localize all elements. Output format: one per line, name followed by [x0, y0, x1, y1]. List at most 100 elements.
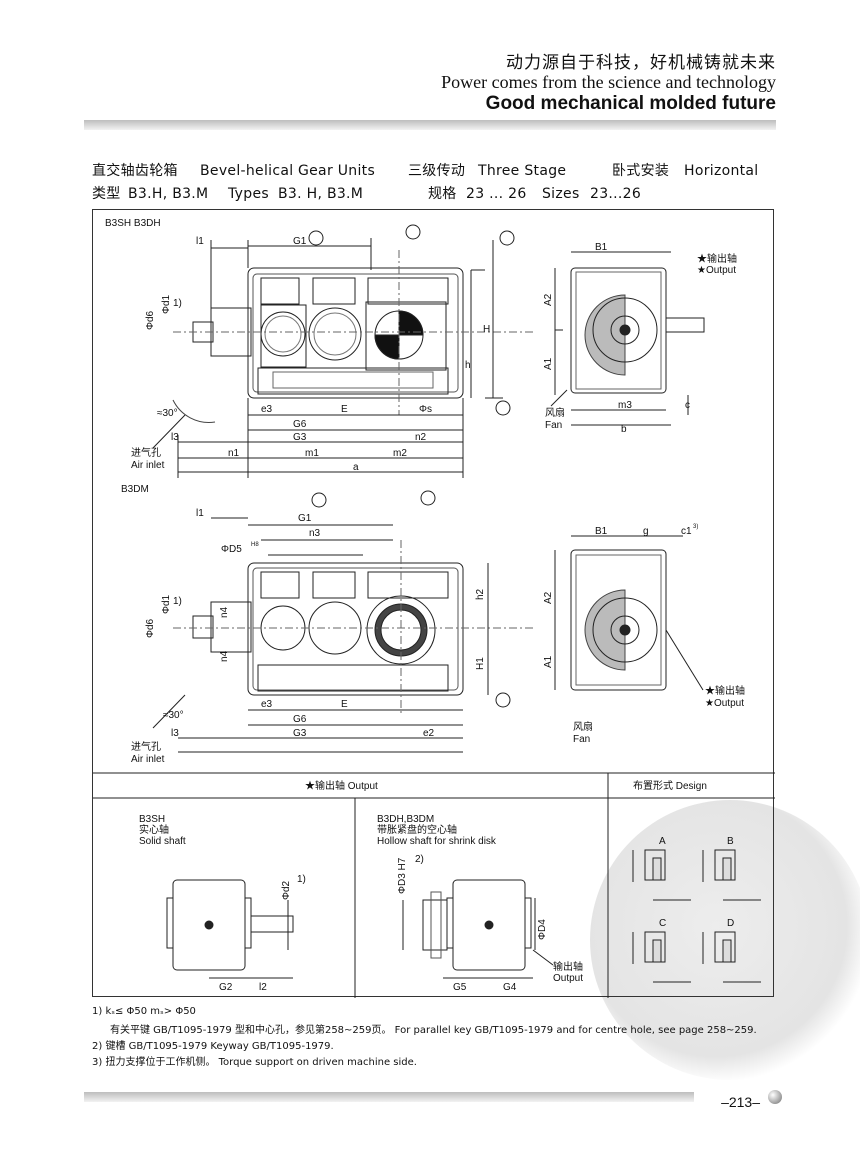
b3dh-output-cn: 输出轴: [553, 960, 583, 973]
dim-g6-mid: G6: [293, 714, 307, 725]
fan-cn-top: 风扇: [545, 406, 565, 419]
dim-e: E: [341, 404, 348, 415]
b3dh-cn: 带胀紧盘的空心轴: [377, 823, 457, 836]
air-inlet-en-mid: Air inlet: [131, 754, 165, 765]
b3sh-title: B3SH: [139, 814, 165, 825]
dim-g4: G4: [503, 982, 517, 993]
note-3-mid: 3): [693, 524, 698, 530]
dim-l1: l1: [196, 236, 204, 247]
page-number: –213–: [721, 1094, 760, 1110]
dim-e3-mid: e3: [261, 699, 273, 710]
technical-drawing: B3SH B3DH l1 G1 Φd6 Φd1 1) e3 E Φs G6 l3…: [93, 218, 775, 998]
dim-m1: m1: [305, 448, 319, 459]
dim-g5: G5: [453, 982, 467, 993]
dim-e-mid: E: [341, 699, 348, 710]
dim-n2: n2: [415, 432, 427, 443]
dim-g3-mid: G3: [293, 728, 307, 739]
dim-d3: ΦD3 H7: [397, 857, 408, 894]
design-a: A: [659, 836, 666, 847]
dim-d6: Φd6: [145, 310, 156, 330]
footnote-3: 3) 扭力支撑位于工作机侧。 Torque support on driven …: [92, 1057, 417, 1068]
dim-n1: n1: [228, 448, 240, 459]
dim-b: b: [621, 424, 627, 435]
dim-e2: e2: [423, 728, 435, 739]
dim-g: g: [643, 526, 649, 537]
fan-en-top: Fan: [545, 420, 562, 431]
design-c: C: [659, 918, 666, 929]
dim-e3: e3: [261, 404, 273, 415]
air-inlet-cn-mid: 进气孔: [131, 740, 161, 753]
dim-a2-top: A2: [543, 293, 554, 306]
output-en-mid: ★Output: [705, 698, 744, 709]
section-design: 布置形式 Design: [633, 779, 707, 792]
dim-d1-mid: Φd1: [161, 594, 172, 614]
dim-n4-a: n4: [219, 606, 230, 618]
dim-m2: m2: [393, 448, 407, 459]
dim-H: H: [483, 324, 490, 335]
slogan-chinese: 动力源自于科技，好机械铸就未来: [506, 53, 776, 73]
header-band: [84, 120, 776, 130]
dim-g1: G1: [293, 236, 307, 247]
fan-cn-mid: 风扇: [573, 720, 593, 733]
b3dh-output-en: Output: [553, 973, 583, 984]
decorative-ball-icon: [768, 1090, 782, 1104]
section-output: ★输出轴 Output: [305, 779, 378, 792]
dim-d5: ΦD5: [221, 544, 242, 555]
note-2: 2): [415, 854, 424, 865]
angle-mid: ≈30°: [163, 710, 184, 721]
dim-g3: G3: [293, 432, 307, 443]
dim-h: h: [465, 360, 471, 371]
output-en-top: ★Output: [697, 265, 736, 276]
dim-b1-top: B1: [595, 242, 608, 253]
dim-n4-b: n4: [219, 650, 230, 662]
note-1-mid: 1): [173, 596, 182, 607]
dim-m3: m3: [618, 400, 632, 411]
design-b: B: [727, 836, 734, 847]
dim-l2: l2: [259, 982, 267, 993]
output-cn-mid: ★输出轴: [705, 684, 745, 697]
air-inlet-cn-top: 进气孔: [131, 446, 161, 459]
drawing-panel: B3SH B3DH l1 G1 Φd6 Φd1 1) e3 E Φs G6 l3…: [92, 209, 775, 998]
dim-a: a: [353, 462, 359, 473]
dim-H1: H1: [475, 657, 486, 670]
dim-a1-top: A1: [543, 357, 554, 370]
dim-a2-mid: A2: [543, 591, 554, 604]
dim-c1: c1: [681, 526, 692, 537]
label-b3sh-b3dh: B3SH B3DH: [105, 218, 161, 229]
slogan-bold: Good mechanical molded future: [485, 93, 776, 114]
footnote-2: 2) 键槽 GB/T1095-1979 Keyway GB/T1095-1979…: [92, 1041, 334, 1052]
dim-d2: Φd2: [281, 880, 292, 900]
dim-s: Φs: [419, 404, 432, 415]
dim-l1-mid: l1: [196, 508, 204, 519]
b3sh-en: Solid shaft: [139, 836, 186, 847]
dim-d4: ΦD4: [537, 919, 548, 940]
footnote-1b: 有关平键 GB/T1095-1979 型和中心孔，参见第258~259页。 Fo…: [110, 1025, 757, 1036]
output-cn-top: ★输出轴: [697, 252, 737, 265]
dim-b1-mid: B1: [595, 526, 608, 537]
dim-l3-mid: l3: [171, 728, 179, 739]
dim-d6-mid: Φd6: [145, 618, 156, 638]
dim-l3: l3: [171, 432, 179, 443]
footnote-1: 1) kₛ≤ Φ50 mₛ> Φ50: [92, 1006, 196, 1017]
dim-d5-tol: H8: [251, 542, 259, 548]
note-1: 1): [173, 298, 182, 309]
b3dh-en: Hollow shaft for shrink disk: [377, 836, 497, 847]
b3sh-cn: 实心轴: [139, 823, 169, 836]
footer-band: [84, 1092, 694, 1102]
dim-n3: n3: [309, 528, 321, 539]
dim-g2: G2: [219, 982, 233, 993]
design-d: D: [727, 918, 734, 929]
dim-g1-mid: G1: [298, 513, 312, 524]
note-1-b3sh: 1): [297, 874, 306, 885]
slogan-english: Power comes from the science and technol…: [441, 72, 776, 92]
dim-c: c: [685, 400, 690, 411]
angle-top: ≈30°: [157, 408, 178, 419]
air-inlet-en-top: Air inlet: [131, 460, 165, 471]
dim-d1: Φd1: [161, 294, 172, 314]
fan-en-mid: Fan: [573, 734, 590, 745]
b3dh-title: B3DH,B3DM: [377, 814, 434, 825]
label-b3dm: B3DM: [121, 484, 149, 495]
dim-g6: G6: [293, 419, 307, 430]
